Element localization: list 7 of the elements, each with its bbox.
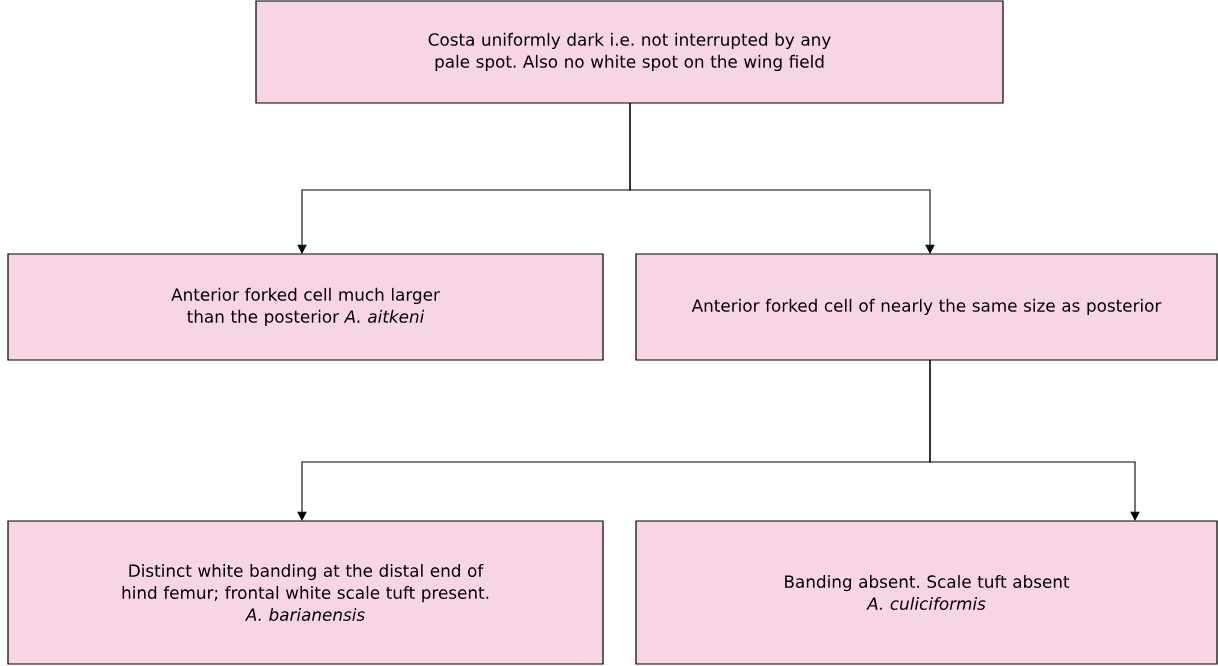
arrow xyxy=(629,102,935,254)
key-box: Anterior forked cell much larger than the posterior A. aitkeni xyxy=(7,253,604,361)
arrow xyxy=(929,359,1140,521)
key-box: Distinct white banding at the distal end of hind femur; frontal white scale tuft present. A. barianensis xyxy=(7,520,604,665)
key-box: Banding absent. Scale tuft absent A. culiciformis xyxy=(635,520,1218,665)
key-box: Anterior forked cell of nearly the same size as posterior xyxy=(635,253,1218,361)
key-box: Costa uniformly dark i.e. not interrupted by any pale spot. Also no white spot on the wing field xyxy=(255,0,1004,104)
